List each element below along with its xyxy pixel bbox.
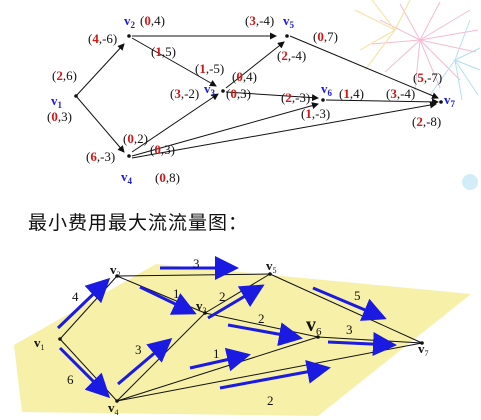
v4-label-lower: (0,8)	[155, 170, 180, 185]
v4-label-left: (6,-3)	[86, 149, 115, 164]
v1-label-lower: (0,3)	[47, 109, 72, 124]
flow-arrow-v2-v3	[139, 285, 197, 315]
bottom-vertex-v3: v3	[196, 298, 207, 315]
top-graph-vertex-names: v1 v2 v3 v4 v5 v6 v7	[51, 13, 456, 186]
bottom-vertex-v5: v5	[266, 258, 277, 275]
flow-value-v1-v4: 6	[67, 372, 74, 387]
v6-label-left: (2,-3)	[281, 90, 310, 105]
bottom-vertex-v4: v4	[108, 400, 119, 417]
flow-value-v2-v3: 1	[173, 286, 180, 301]
bottom-graph-vertex-names: v1 v2 v3 v4 v5 v6 v7	[34, 258, 429, 417]
edge-v2-v3-label: (1,5)	[151, 44, 176, 59]
flow-value-v2-v5: 3	[193, 256, 200, 271]
v4-label-right: (0,3)	[150, 142, 175, 157]
top-vertex-v3: v3	[204, 81, 216, 98]
v6-label-lower: (1,-3)	[301, 106, 330, 121]
flow-value-v3-v5: 2	[219, 289, 226, 304]
top-graph-edges	[75, 32, 439, 159]
bottom-graph-flow-arrows	[56, 256, 397, 399]
bottom-graph-nodes	[58, 272, 424, 403]
v7-label-left: (3,-4)	[386, 86, 415, 101]
v1-label-upper: (2,6)	[52, 68, 77, 83]
flow-value-v5-v7: 5	[354, 288, 361, 303]
decorative-fireworks	[354, 0, 481, 190]
v3-label-left: (3,-2)	[170, 86, 199, 101]
flow-value-v6-v7: 3	[346, 322, 353, 337]
bottom-vertex-v7: v7	[418, 341, 429, 358]
flow-highlight-background	[14, 264, 471, 416]
edge-v3-label-upper: (1,-5)	[195, 61, 224, 76]
v5-label-right: (0,7)	[313, 29, 338, 44]
v7-label-upper: (5,-7)	[413, 70, 442, 85]
v5-label-lower: (2,-4)	[277, 48, 306, 63]
v4-label-upper: (0,2)	[123, 131, 148, 146]
bottom-vertex-v2: v2	[110, 262, 121, 279]
v5-label-left: (3,-4)	[245, 13, 274, 28]
flow-arrow-v1-v2	[56, 277, 111, 330]
v3-label-right: (0,3)	[226, 86, 251, 101]
v6-label-right: (1,4)	[339, 86, 364, 101]
flow-arrow-v3-v6	[227, 322, 303, 347]
top-vertex-v5: v5	[283, 13, 295, 30]
top-graph-labels: (2,6) (0,3) (4,-6) (0,4) (1,5) (3,-4) (0…	[47, 13, 442, 185]
flow-value-v4-v3: 3	[135, 342, 142, 357]
v7-label-lower: (2,-8)	[412, 114, 441, 129]
flow-arrow-v5-v7	[312, 286, 387, 321]
flow-value-v4-v7: 2	[267, 393, 274, 408]
v2-label-left: (4,-6)	[88, 31, 117, 46]
flow-arrow-v4-v6	[189, 347, 251, 372]
bottom-vertex-v6: v6	[306, 314, 322, 338]
section-title: 最小费用最大流流量图：	[28, 212, 249, 234]
bottom-vertex-v1: v1	[34, 335, 45, 352]
v2-label-top: (0,4)	[140, 13, 165, 28]
top-vertex-v4: v4	[121, 169, 133, 186]
flow-arrow-v1-v4	[58, 346, 111, 399]
flow-arrow-v3-v5	[207, 284, 265, 320]
flow-value-v4-v6: 1	[213, 346, 220, 361]
top-vertex-v1: v1	[51, 93, 63, 110]
top-graph-nodes	[74, 34, 443, 158]
top-vertex-v2: v2	[124, 13, 136, 30]
flow-arrow-v4-v7	[219, 360, 331, 390]
flow-arrow-v6-v7	[327, 332, 397, 357]
edge-v3-v5-label: (0,4)	[232, 69, 257, 84]
flow-value-v3-v6: 2	[258, 311, 265, 326]
flow-value-v1-v2: 4	[72, 289, 79, 304]
top-vertex-v7: v7	[444, 92, 456, 109]
bottom-graph-flow-values: 4 6 3 1 2 2 5 3 3 1 2	[67, 256, 361, 408]
top-vertex-v6: v6	[321, 81, 333, 98]
flow-arrow-v4-v3	[117, 338, 173, 386]
